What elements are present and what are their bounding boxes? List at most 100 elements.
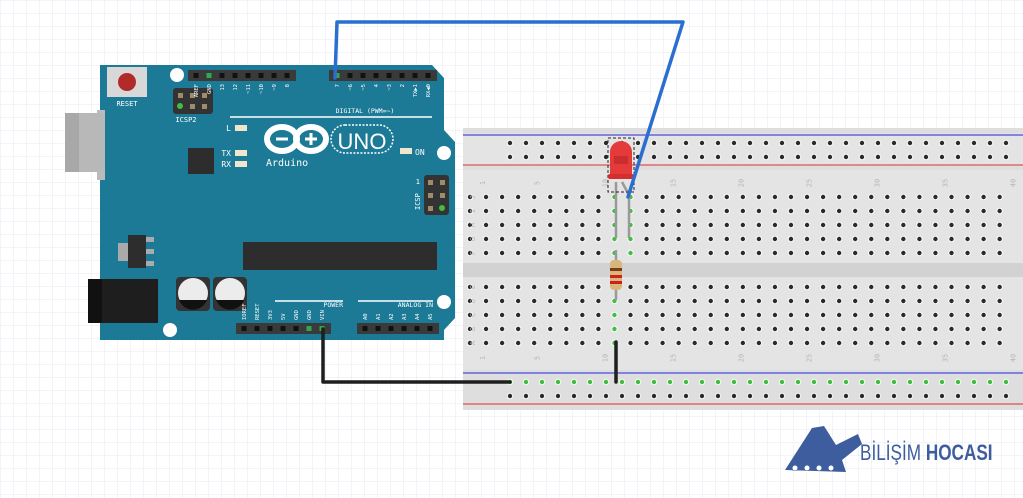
breadboard-hole[interactable] [836, 222, 842, 228]
breadboard-hole[interactable] [635, 140, 641, 146]
breadboard-hole[interactable] [660, 312, 665, 318]
breadboard-hole[interactable] [644, 208, 649, 214]
breadboard-hole[interactable] [467, 194, 473, 200]
header-pin[interactable] [334, 73, 340, 78]
breadboard-hole[interactable] [949, 208, 954, 214]
breadboard-hole[interactable] [532, 312, 537, 318]
breadboard-hole[interactable] [715, 379, 721, 385]
breadboard-hole[interactable] [523, 154, 529, 160]
breadboard-hole[interactable] [587, 154, 593, 160]
breadboard-hole[interactable] [933, 208, 938, 214]
breadboard-hole[interactable] [875, 379, 881, 385]
breadboard-hole[interactable] [763, 154, 769, 160]
breadboard-hole[interactable] [660, 326, 665, 332]
breadboard-hole[interactable] [619, 379, 625, 385]
breadboard-hole[interactable] [939, 393, 945, 399]
header-pin[interactable] [360, 73, 366, 78]
breadboard-hole[interactable] [699, 393, 705, 399]
breadboard-hole[interactable] [499, 222, 505, 228]
breadboard-hole[interactable] [869, 222, 874, 228]
breadboard-hole[interactable] [820, 250, 826, 256]
breadboard-hole[interactable] [917, 194, 922, 200]
breadboard-hole[interactable] [901, 250, 906, 256]
header-pin[interactable] [362, 326, 368, 331]
breadboard-hole[interactable] [987, 154, 993, 160]
breadboard-hole[interactable] [603, 393, 609, 399]
breadboard-hole[interactable] [811, 393, 817, 399]
breadboard-hole[interactable] [708, 222, 713, 228]
breadboard-hole[interactable] [564, 298, 569, 304]
header-pin[interactable] [412, 73, 418, 78]
breadboard-hole[interactable] [628, 340, 633, 346]
breadboard-hole[interactable] [564, 340, 569, 346]
breadboard-hole[interactable] [692, 236, 697, 242]
breadboard-hole[interactable] [612, 326, 617, 332]
breadboard-hole[interactable] [804, 298, 810, 304]
breadboard-hole[interactable] [724, 326, 729, 332]
breadboard-hole[interactable] [580, 194, 585, 200]
breadboard-hole[interactable] [843, 154, 849, 160]
breadboard-hole[interactable] [660, 194, 665, 200]
header-pin[interactable] [241, 326, 247, 331]
breadboard-hole[interactable] [564, 222, 569, 228]
breadboard-hole[interactable] [676, 236, 681, 242]
breadboard-hole[interactable] [740, 326, 746, 332]
breadboard-hole[interactable] [676, 208, 681, 214]
breadboard-hole[interactable] [548, 298, 553, 304]
breadboard-hole[interactable] [788, 222, 794, 228]
header-pin[interactable] [347, 73, 353, 78]
breadboard-hole[interactable] [917, 222, 922, 228]
breadboard-hole[interactable] [836, 208, 842, 214]
breadboard-hole[interactable] [955, 393, 961, 399]
breadboard-hole[interactable] [997, 236, 1002, 242]
breadboard-hole[interactable] [795, 393, 801, 399]
breadboard-hole[interactable] [917, 298, 922, 304]
breadboard-hole[interactable] [467, 326, 473, 332]
breadboard-hole[interactable] [580, 340, 585, 346]
breadboard-hole[interactable] [740, 208, 746, 214]
breadboard-hole[interactable] [724, 298, 729, 304]
breadboard-hole[interactable] [532, 284, 537, 290]
breadboard-hole[interactable] [933, 298, 938, 304]
breadboard-hole[interactable] [917, 326, 922, 332]
breadboard-hole[interactable] [515, 340, 521, 346]
breadboard-hole[interactable] [917, 284, 922, 290]
breadboard-hole[interactable] [804, 222, 810, 228]
breadboard-hole[interactable] [788, 340, 794, 346]
breadboard-hole[interactable] [949, 312, 954, 318]
breadboard-hole[interactable] [667, 379, 673, 385]
breadboard-hole[interactable] [795, 140, 801, 146]
breadboard-hole[interactable] [515, 284, 521, 290]
breadboard-hole[interactable] [467, 208, 473, 214]
breadboard-hole[interactable] [901, 208, 906, 214]
breadboard-hole[interactable] [859, 393, 865, 399]
breadboard-hole[interactable] [875, 140, 881, 146]
breadboard-hole[interactable] [756, 326, 762, 332]
header-pin[interactable] [427, 326, 433, 331]
breadboard-hole[interactable] [507, 140, 513, 146]
breadboard-hole[interactable] [885, 326, 890, 332]
breadboard-hole[interactable] [499, 326, 505, 332]
breadboard-hole[interactable] [676, 298, 681, 304]
breadboard-hole[interactable] [724, 222, 729, 228]
breadboard-hole[interactable] [644, 298, 649, 304]
breadboard-hole[interactable] [747, 140, 753, 146]
breadboard-hole[interactable] [628, 250, 633, 256]
breadboard-hole[interactable] [885, 340, 890, 346]
reset-button[interactable] [107, 67, 147, 97]
breadboard-hole[interactable] [571, 379, 577, 385]
breadboard-hole[interactable] [901, 236, 906, 242]
breadboard-hole[interactable] [779, 379, 785, 385]
breadboard-hole[interactable] [740, 222, 746, 228]
breadboard-hole[interactable] [981, 340, 986, 346]
breadboard-hole[interactable] [885, 250, 890, 256]
breadboard-hole[interactable] [933, 340, 938, 346]
header-pin[interactable] [306, 326, 312, 331]
breadboard-hole[interactable] [724, 284, 729, 290]
breadboard-hole[interactable] [596, 194, 601, 200]
breadboard-hole[interactable] [997, 326, 1002, 332]
breadboard-hole[interactable] [795, 379, 801, 385]
breadboard-hole[interactable] [891, 154, 897, 160]
breadboard-hole[interactable] [564, 284, 569, 290]
breadboard-hole[interactable] [532, 326, 537, 332]
